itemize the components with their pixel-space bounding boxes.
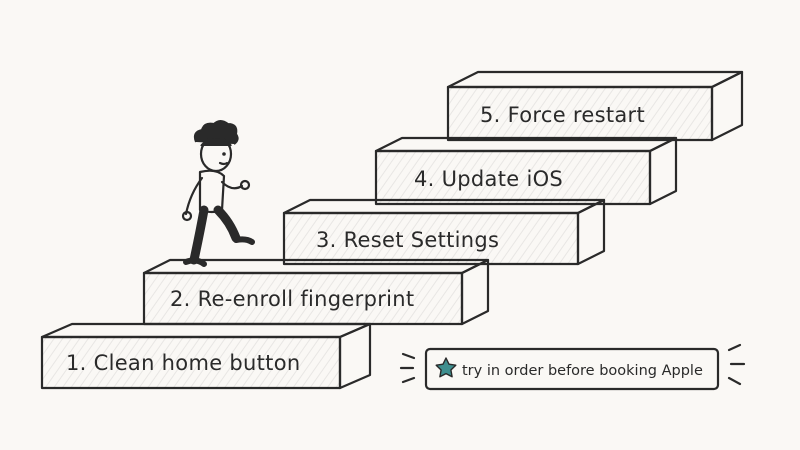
note-text: try in order before booking Apple bbox=[462, 363, 703, 379]
step-5-block: 5. Force restart bbox=[446, 70, 744, 142]
star-icon bbox=[435, 357, 457, 378]
step-4-block: 4. Update iOS bbox=[374, 136, 678, 206]
step-5-top bbox=[446, 70, 744, 89]
step-2-label: 2. Re-enroll fingerprint bbox=[170, 287, 414, 311]
step-2-side bbox=[460, 258, 490, 326]
step-2-block: 2. Re-enroll fingerprint bbox=[142, 258, 490, 326]
step-3-block: 3. Reset Settings bbox=[282, 198, 606, 266]
climbing-person-illustration bbox=[181, 120, 255, 267]
note-box bbox=[424, 347, 720, 391]
step-3-side bbox=[576, 198, 606, 266]
step-4-side bbox=[648, 136, 678, 206]
step-1-block: 1. Clean home button bbox=[40, 322, 372, 390]
step-5-label: 5. Force restart bbox=[480, 103, 645, 127]
step-5-side bbox=[710, 70, 744, 142]
note-sparkle-left bbox=[399, 352, 416, 384]
step-4-label: 4. Update iOS bbox=[414, 167, 563, 191]
note-sparkle-right bbox=[727, 343, 746, 386]
step-1-label: 1. Clean home button bbox=[66, 351, 300, 375]
step-1-side bbox=[338, 322, 372, 390]
step-1-top bbox=[40, 322, 372, 339]
note-callout: try in order before booking Apple bbox=[399, 343, 746, 391]
step-3-label: 3. Reset Settings bbox=[316, 228, 499, 252]
